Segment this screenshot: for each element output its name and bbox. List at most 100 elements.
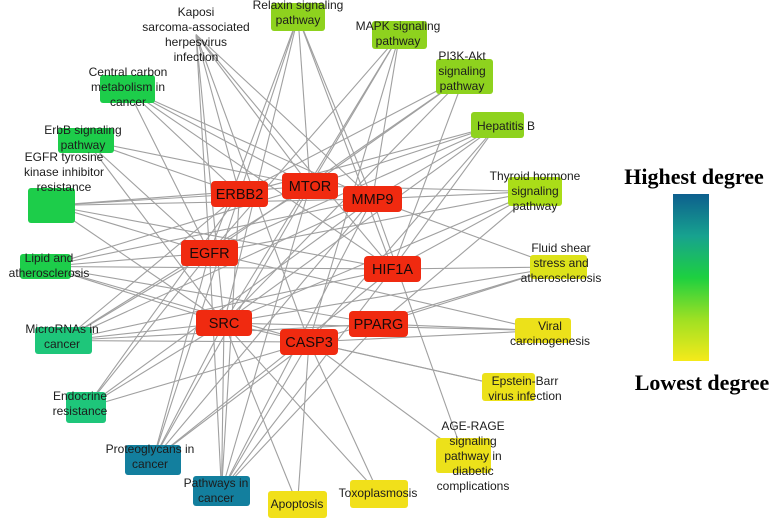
edge-mtor-central	[127, 88, 311, 187]
pathway-node-toxo[interactable]: Toxoplasmosis	[339, 480, 418, 508]
pathway-node-box	[271, 3, 325, 31]
pathway-node-apoptosis[interactable]: Apoptosis	[268, 491, 327, 518]
hub-gene-label: MTOR	[289, 179, 331, 195]
hub-gene-node-erbb2[interactable]: ERBB2	[211, 181, 268, 207]
edge-egfr-kaposi	[195, 34, 211, 254]
edge-src-toxo	[223, 322, 380, 495]
degree-legend: Highest degree Lowest degree	[624, 164, 769, 395]
edge-egfr-erbb	[85, 140, 210, 254]
edge-egfr-relaxin	[208, 16, 299, 254]
pathway-node-hepb[interactable]: Hepatitis B	[471, 112, 535, 138]
hub-gene-node-hif1a[interactable]: HIF1A	[364, 256, 421, 282]
pathway-node-box	[100, 75, 155, 103]
edge-casp3-pathcancer	[221, 341, 310, 492]
hub-gene-label: CASP3	[285, 335, 333, 351]
edge-src-fluid	[223, 266, 559, 324]
pathway-node-box	[58, 128, 114, 153]
edge-pparg-lipid	[45, 265, 379, 325]
edge-egfr-viral	[209, 252, 544, 332]
hub-gene-node-mtor[interactable]: MTOR	[282, 173, 338, 199]
edge-casp3-micro	[63, 339, 310, 343]
edge-egfr-pathcancer	[208, 252, 223, 492]
edge-mmp9-mapk	[371, 34, 401, 200]
edge-egfr-endocrine	[85, 252, 210, 408]
hub-gene-label: ERBB2	[216, 187, 264, 203]
hub-gene-label: HIF1A	[372, 262, 413, 278]
pathway-node-box	[20, 254, 71, 279]
edge-mtor-kaposi	[195, 34, 311, 187]
edge-src-relaxin	[223, 16, 299, 324]
legend-high-label: Highest degree	[624, 164, 764, 189]
hub-gene-node-casp3[interactable]: CASP3	[280, 329, 338, 355]
edge-erbb2-kaposi	[195, 34, 241, 195]
edge-src-kaposi	[195, 34, 225, 324]
hub-gene-node-egfr[interactable]: EGFR	[181, 240, 238, 266]
edge-hif1a-kaposi	[195, 34, 393, 270]
pathway-node-box	[471, 112, 524, 138]
hub-gene-box	[349, 311, 408, 337]
hub-gene-label: EGFR	[189, 246, 229, 262]
edge-layer	[45, 16, 559, 505]
edge-mmp9-lipid	[45, 198, 373, 268]
edge-egfr-mapk	[209, 34, 400, 254]
legend-low-label: Lowest degree	[635, 370, 770, 395]
edge-src-lipid	[45, 265, 225, 324]
edge-hif1a-pi3k	[391, 76, 466, 270]
edge-hif1a-egfrtki	[51, 204, 393, 270]
edge-src-hepb	[223, 124, 498, 324]
hub-gene-node-src[interactable]: SRC	[196, 310, 252, 336]
edge-egfr-proteo	[152, 252, 211, 461]
edge-casp3-apoptosis	[296, 341, 310, 505]
pathway-node-box	[28, 188, 75, 223]
edge-casp3-endocrine	[85, 341, 310, 409]
edge-erbb2-egfrtki	[51, 193, 240, 207]
edge-casp3-lipid	[45, 265, 310, 343]
edge-hif1a-hepb	[392, 124, 498, 270]
pathway-node-box	[35, 327, 92, 354]
edge-casp3-proteo	[152, 341, 310, 461]
edge-hif1a-pathcancer	[221, 268, 393, 492]
edge-src-proteo	[152, 322, 225, 461]
pathway-node-box	[482, 373, 535, 401]
edge-mmp9-micro	[63, 198, 373, 342]
edge-casp3-ebv	[308, 341, 509, 388]
edge-hif1a-relaxin	[297, 16, 394, 270]
edge-src-erbb	[85, 140, 225, 324]
pathway-node-box	[436, 59, 493, 94]
edge-egfr-pi3k	[209, 76, 465, 254]
pathway-node-box	[530, 255, 587, 279]
hub-gene-node-pparg[interactable]: PPARG	[349, 311, 408, 337]
edge-casp3-toxo	[308, 341, 380, 495]
edge-src-endocrine	[85, 322, 225, 408]
hub-gene-node-mmp9[interactable]: MMP9	[343, 186, 402, 212]
edge-hif1a-proteo	[152, 268, 393, 461]
